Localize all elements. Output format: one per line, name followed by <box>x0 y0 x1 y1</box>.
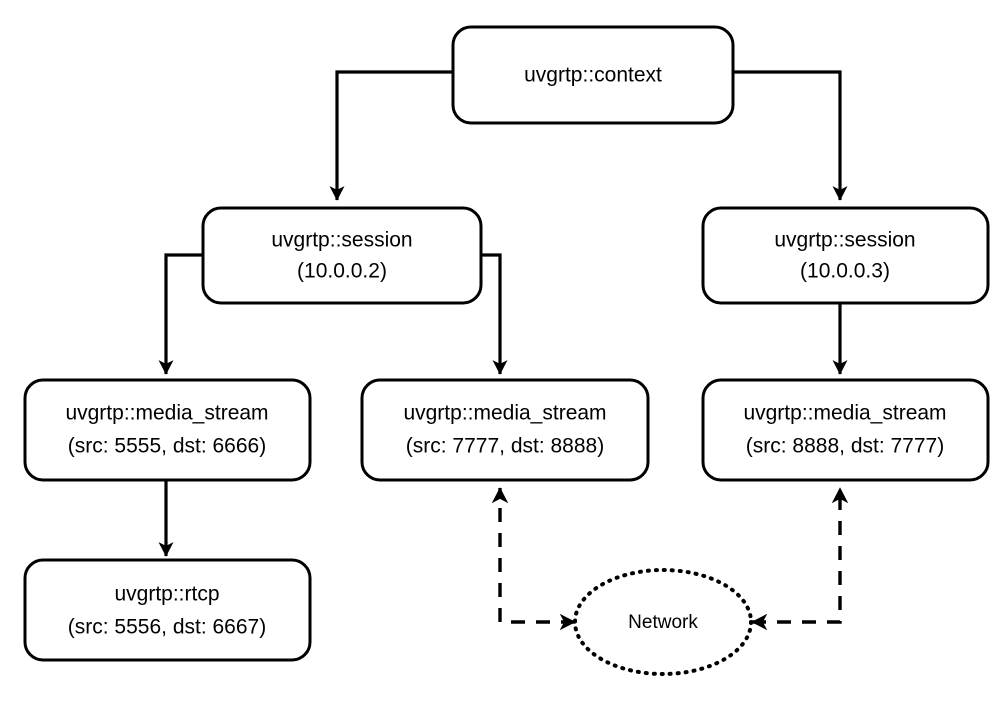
node-session-a-label-line2: (10.0.0.2) <box>297 260 387 283</box>
node-media-stream-a[interactable]: uvgrtp::media_stream (src: 5555, dst: 66… <box>23 378 312 482</box>
node-rtcp-label-line2: (src: 5556, dst: 6667) <box>68 616 266 639</box>
edge-media-stream-b-to-network <box>491 487 576 631</box>
edge-session-a-to-media-stream-a <box>158 253 203 375</box>
node-rtcp[interactable]: uvgrtp::rtcp (src: 5556, dst: 6667) <box>23 558 312 662</box>
node-session-b-label-line1: uvgrtp::session <box>774 229 915 252</box>
node-session-b-box[interactable] <box>701 206 990 305</box>
node-session-a-box[interactable] <box>201 206 483 305</box>
node-context-box[interactable] <box>451 25 735 125</box>
edge-context-to-session-b <box>733 70 848 201</box>
edge-media-stream-c-to-network <box>751 487 849 631</box>
node-network-label: Network <box>628 612 698 633</box>
node-context[interactable]: uvgrtp::context <box>451 25 735 125</box>
node-media-stream-b-label-line1: uvgrtp::media_stream <box>403 402 606 425</box>
edge-session-a-to-media-stream-b <box>481 253 508 375</box>
node-media-stream-c-label-line2: (src: 8888, dst: 7777) <box>746 435 944 458</box>
node-context-label-line1: uvgrtp::context <box>524 64 662 87</box>
node-media-stream-c[interactable]: uvgrtp::media_stream (src: 8888, dst: 77… <box>701 378 990 482</box>
node-media-stream-b-box[interactable] <box>360 378 650 482</box>
edge-context-to-session-a <box>329 70 453 201</box>
node-media-stream-c-label-line1: uvgrtp::media_stream <box>743 402 946 425</box>
node-media-stream-a-label-line2: (src: 5555, dst: 6666) <box>68 435 266 458</box>
node-media-stream-c-box[interactable] <box>701 378 990 482</box>
node-media-stream-a-label-line1: uvgrtp::media_stream <box>65 402 268 425</box>
node-network-ellipse[interactable] <box>573 568 753 676</box>
node-session-a[interactable]: uvgrtp::session (10.0.0.2) <box>201 206 483 305</box>
node-media-stream-a-box[interactable] <box>23 378 312 482</box>
node-session-a-label-line1: uvgrtp::session <box>271 229 412 252</box>
node-session-b[interactable]: uvgrtp::session (10.0.0.3) <box>701 206 990 305</box>
node-media-stream-b[interactable]: uvgrtp::media_stream (src: 7777, dst: 88… <box>360 378 650 482</box>
node-media-stream-b-label-line2: (src: 7777, dst: 8888) <box>406 435 604 458</box>
node-network[interactable]: Network <box>573 568 753 676</box>
node-rtcp-box[interactable] <box>23 558 312 662</box>
node-session-b-label-line2: (10.0.0.3) <box>800 260 890 283</box>
node-rtcp-label-line1: uvgrtp::rtcp <box>114 583 219 606</box>
